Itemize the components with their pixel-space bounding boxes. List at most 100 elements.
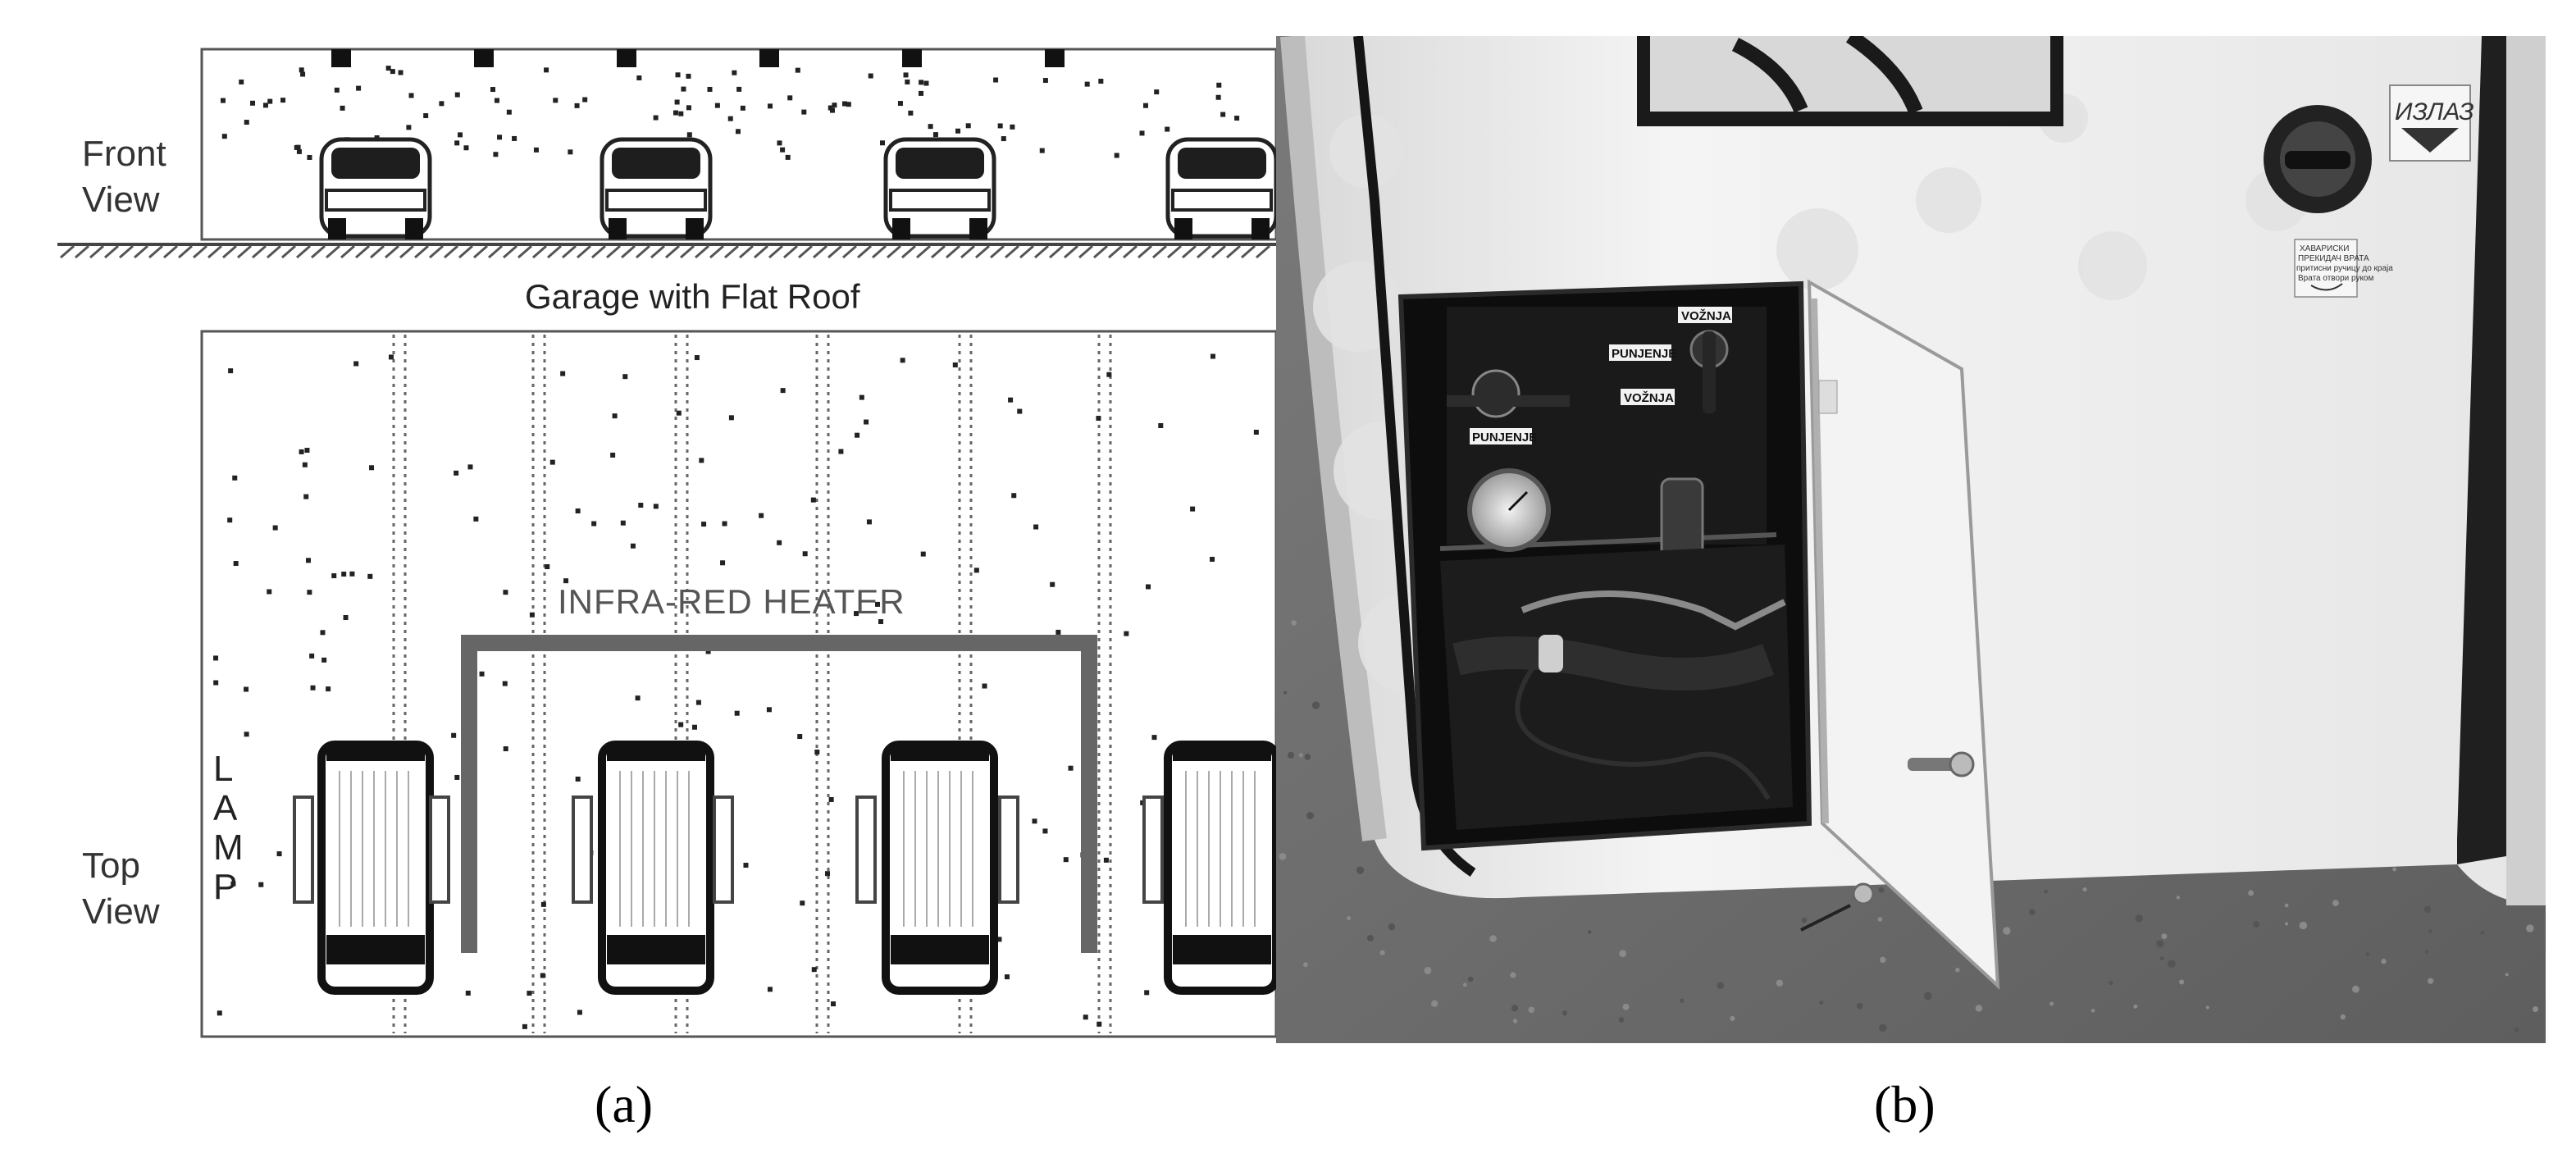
front-dot	[439, 101, 445, 107]
switch-tag-2-text: PUNJENJE	[1612, 347, 1676, 361]
front-dot	[296, 148, 302, 154]
van-wheel-left	[609, 218, 627, 239]
front-dot	[454, 92, 460, 98]
caption-a: (a)	[595, 1075, 654, 1133]
hatch-stroke	[1123, 244, 1138, 259]
top-dot	[831, 1001, 837, 1007]
floor-lamps	[293, 795, 1164, 904]
asphalt-grain	[2161, 933, 2168, 940]
bus-rear-cap	[607, 935, 705, 964]
front-dot	[512, 135, 517, 141]
top-dot	[465, 990, 471, 996]
hatch-stroke	[370, 244, 385, 259]
bus-rear-cap	[891, 935, 989, 964]
top-dot	[780, 388, 786, 394]
floor-lamp-bar	[572, 795, 593, 904]
front-dot	[905, 79, 910, 84]
front-dot	[423, 113, 429, 119]
top-dot	[309, 653, 315, 659]
hatch-stroke	[178, 244, 193, 259]
top-dot	[305, 558, 311, 563]
hatch-stroke	[222, 244, 237, 259]
top-dot	[230, 881, 236, 887]
top-dot	[1151, 735, 1157, 741]
asphalt-grain	[1879, 1023, 1887, 1032]
rear-door-edge	[2457, 36, 2506, 864]
front-dot	[828, 105, 833, 111]
exit-sign-arrow-icon	[2401, 128, 2459, 153]
switch-tag-2	[1609, 344, 1671, 361]
front-dot	[300, 71, 306, 77]
top-dot	[1033, 524, 1039, 530]
front-dot	[727, 116, 733, 121]
asphalt-grain	[2505, 973, 2509, 977]
top-dot	[1097, 1021, 1102, 1027]
top-dot	[1083, 1014, 1088, 1020]
hatch-stroke	[414, 244, 429, 259]
hatch-stroke	[134, 244, 148, 259]
front-dot	[490, 87, 495, 93]
hatch-stroke	[562, 244, 577, 259]
front-dot	[458, 132, 463, 138]
top-dot	[859, 394, 864, 400]
asphalt-grain	[1975, 1005, 1983, 1012]
top-dot	[244, 686, 249, 692]
top-view-label-line2: View	[82, 891, 160, 932]
asphalt-grain	[2423, 905, 2432, 914]
top-dot	[1146, 584, 1151, 590]
hatch-stroke	[517, 244, 532, 259]
top-dot	[653, 504, 659, 509]
top-dot	[1158, 422, 1164, 428]
asphalt-grain	[1730, 1015, 1735, 1022]
front-dot	[923, 80, 929, 86]
hatch-stroke	[828, 244, 842, 259]
top-dot	[952, 362, 958, 367]
lamp-label-letter-1: L	[213, 749, 233, 789]
infra-red-heater-frame	[461, 635, 1097, 953]
top-dot	[800, 900, 805, 906]
front-dot	[707, 86, 713, 92]
top-dot	[258, 882, 264, 887]
top-dot	[878, 619, 884, 625]
hatch-stroke	[931, 244, 946, 259]
hatch-stroke	[798, 244, 813, 259]
hatch-stroke	[975, 244, 990, 259]
hatch-stroke	[385, 244, 399, 259]
top-dot	[272, 525, 278, 531]
front-dot	[454, 140, 460, 146]
hatch-stroke	[695, 244, 709, 259]
door-lock-icon	[1949, 751, 1975, 777]
front-dot	[841, 101, 847, 107]
hatch-stroke	[1078, 244, 1093, 259]
front-dot	[681, 86, 686, 92]
hatch-stroke	[429, 244, 444, 259]
front-dot	[574, 103, 580, 108]
hatch-stroke	[532, 244, 547, 259]
front-dot	[795, 67, 800, 73]
hatch-stroke	[1226, 244, 1241, 259]
key-switch-icon	[1471, 369, 1521, 418]
asphalt-grain	[1511, 1005, 1519, 1012]
switch-tag-1	[1678, 307, 1732, 323]
top-dot	[529, 612, 535, 618]
front-dot	[846, 102, 851, 107]
emergency-sign-line4: Врата отвори руком	[2298, 274, 2373, 283]
asphalt-grain	[1880, 956, 1886, 964]
top-view: INFRA-RED HEATER L A M P Top View	[82, 330, 1280, 1038]
top-bus-icon	[882, 741, 998, 995]
front-dot	[965, 123, 971, 129]
top-dot	[302, 462, 308, 467]
asphalt-grain	[1311, 701, 1320, 709]
top-dot	[213, 680, 219, 686]
top-dot	[244, 732, 249, 737]
hatch-stroke	[1241, 244, 1256, 259]
asphalt-grain	[1347, 916, 1351, 920]
emergency-handle-lever-icon	[2285, 151, 2350, 169]
top-dot	[1210, 556, 1215, 562]
top-view-buses	[317, 741, 1280, 995]
hatch-stroke	[473, 244, 488, 259]
asphalt-grain	[1717, 982, 1725, 989]
top-dot	[854, 611, 859, 617]
asphalt-grain	[1287, 751, 1295, 759]
ground-hatching	[60, 244, 1270, 259]
